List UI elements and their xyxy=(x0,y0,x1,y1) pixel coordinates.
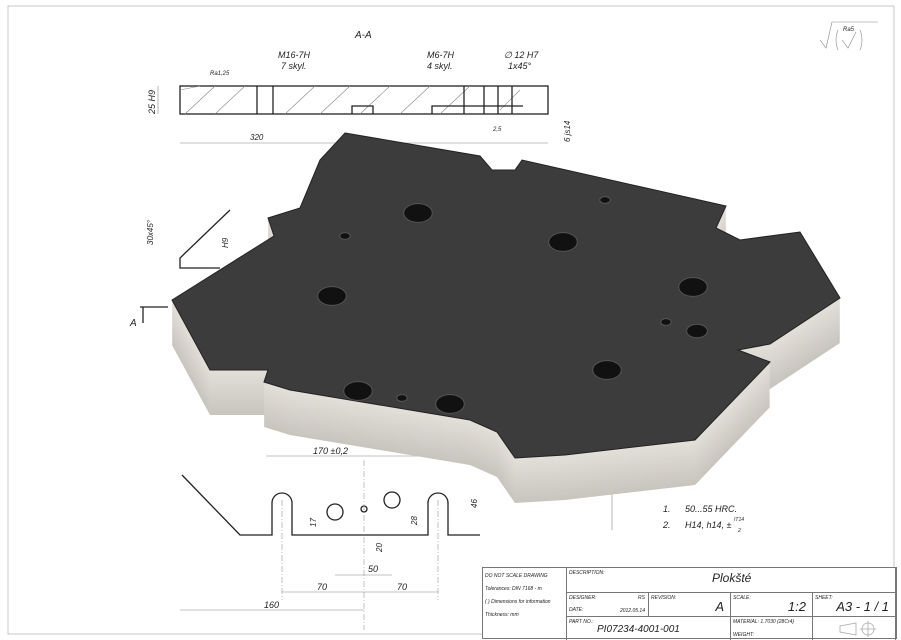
section-title: A-A xyxy=(354,30,372,41)
thread-small-label: M6-7H xyxy=(427,50,455,60)
bore-label: ∅ 12 H7 xyxy=(504,50,539,60)
material: MATERIAL: 1.7030 (28Cr4) xyxy=(733,619,795,625)
hole xyxy=(678,277,708,297)
designer-cell: DESIGNER: RS DATE: 2012.05.14 xyxy=(567,593,649,617)
surface-roughness-symbol: Ra5 xyxy=(819,21,878,51)
chamfer-label: 1x45° xyxy=(508,61,532,71)
projection-icon xyxy=(839,621,876,637)
section-mark: A xyxy=(129,318,137,329)
title-block: DO NOT SCALE DRAWING Tolerances: DIN 716… xyxy=(482,567,897,640)
dim-17: 17 xyxy=(309,518,318,527)
general-notes-cell: DO NOT SCALE DRAWING Tolerances: DIN 716… xyxy=(483,568,567,640)
part-label: PART NO.: xyxy=(569,619,594,625)
hole xyxy=(396,394,408,402)
description-label: DESCRIPTION: xyxy=(569,570,605,576)
hole xyxy=(686,323,708,339)
hole xyxy=(339,232,351,240)
do-not-scale: DO NOT SCALE DRAWING xyxy=(485,573,548,579)
hole xyxy=(317,286,347,306)
plan-view: 30x45° H9 A 170 ±0,2 17 20 28 46 50 70 7… xyxy=(129,209,613,630)
date-label: DATE: xyxy=(569,607,584,613)
hole xyxy=(403,203,433,223)
tolerances: Tolerances: DIN 7168 - m xyxy=(485,586,542,592)
date: 2012.05.14 xyxy=(619,608,645,614)
note-text: H14, h14, ± xyxy=(685,520,732,530)
dim-50: 50 xyxy=(368,564,378,574)
note-fraction-bottom: 2 xyxy=(737,528,741,534)
sheet-border xyxy=(7,5,895,635)
part-description: Plokšté xyxy=(712,571,752,585)
dim-160: 160 xyxy=(264,600,279,610)
step-dim: 2,5 xyxy=(492,127,502,133)
hole xyxy=(592,360,622,380)
dim-70-right: 70 xyxy=(397,582,407,592)
dim-70-left: 70 xyxy=(317,582,327,592)
part-3d-render xyxy=(171,132,841,503)
hole xyxy=(599,196,611,204)
info-note: ( ) Dimensions for information xyxy=(485,599,551,605)
part-number: PI07234-4001-001 xyxy=(597,624,680,635)
thread-large-label: M16-7H xyxy=(278,50,311,60)
thickness-note: Thickness: mm xyxy=(485,612,519,618)
dim-28: 28 xyxy=(410,516,419,526)
hole xyxy=(435,394,465,414)
designer-label: DESIGNER: xyxy=(569,595,597,601)
length-dim: 320 xyxy=(250,133,264,142)
chamfer-dim: 30x45° xyxy=(146,219,155,245)
note-number: 1. xyxy=(663,504,671,514)
designer: RS xyxy=(638,595,645,601)
sheet-label: SHEET: xyxy=(815,595,833,601)
scale-cell: SCALE: 1:2 xyxy=(731,593,813,617)
thickness-dim: 25 H9 xyxy=(147,90,157,115)
part-top-face xyxy=(171,132,841,459)
revision-label: REVISION: xyxy=(651,595,677,601)
scale-label: SCALE: xyxy=(733,595,751,601)
note-text: 50...55 HRC. xyxy=(685,504,737,514)
hole xyxy=(660,318,672,326)
dim-170: 170 ±0,2 xyxy=(313,446,348,456)
sheet-cell: SHEET:A3 - 1 / 1 xyxy=(813,593,896,617)
section-view: A-A M16-7H 7 skyl. M6-7H 4 skyl. ∅ 12 H7… xyxy=(147,30,572,144)
material-cell: MATERIAL: 1.7030 (28Cr4) WEIGHT: xyxy=(731,617,813,640)
thread-large-count: 7 skyl. xyxy=(281,61,307,71)
step-depth-dim: 6 js14 xyxy=(563,120,572,142)
roughness-label: Ra1,25 xyxy=(210,71,230,77)
weight: WEIGHT: xyxy=(733,632,755,638)
hole xyxy=(548,232,578,252)
note-number: 2. xyxy=(662,520,671,530)
thread-small-count: 4 skyl. xyxy=(427,61,453,71)
revision: A xyxy=(715,599,724,614)
description-cell: DESCRIPTION: Plokšté xyxy=(567,568,896,593)
revision-cell: REVISION: A xyxy=(649,593,731,617)
roughness-value: Ra5 xyxy=(843,27,855,33)
hole xyxy=(343,381,373,401)
dim-20: 20 xyxy=(375,543,384,553)
dim-46: 46 xyxy=(470,499,479,508)
scale: 1:2 xyxy=(787,599,806,614)
sheet: A3 - 1 / 1 xyxy=(836,599,889,614)
part-number-cell: PART NO.:PI07234-4001-001 xyxy=(567,617,731,640)
notes: 1. 50...55 HRC. 2. H14, h14, ± IT14 2 xyxy=(662,504,744,534)
note-fraction-top: IT14 xyxy=(734,517,744,523)
projection-symbol xyxy=(813,617,896,640)
fit-dim: H9 xyxy=(221,237,230,248)
